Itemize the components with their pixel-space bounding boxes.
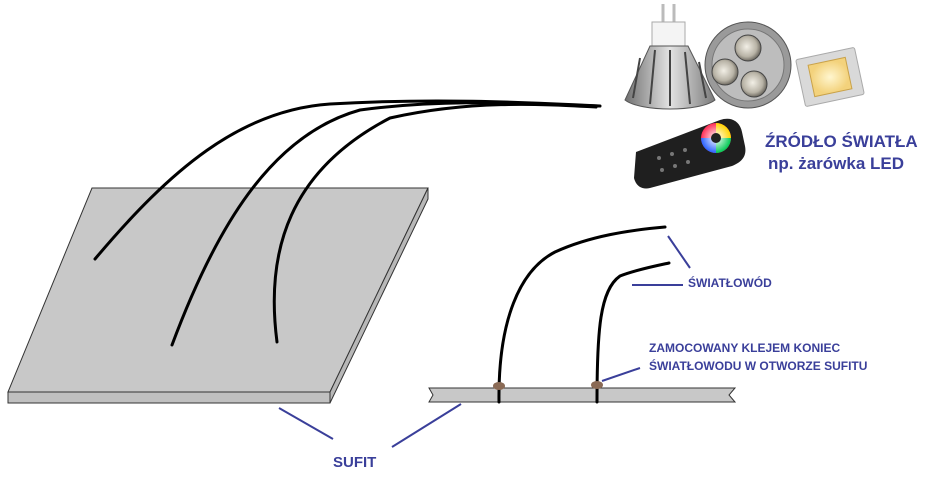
- light-source-label-line1: ŹRÓDŁO ŚWIATŁA: [765, 132, 918, 151]
- leader-lines: [278, 235, 691, 448]
- glued-end-label-line1: ZAMOCOWANY KLEJEM KONIEC: [649, 341, 841, 355]
- glue-dots: [493, 381, 603, 390]
- glue-dot-2: [591, 381, 603, 389]
- glued-end-label: ZAMOCOWANY KLEJEM KONIEC ŚWIATŁOWODU W O…: [649, 339, 867, 375]
- led-bulb-icon: [624, 4, 716, 110]
- ceiling-panel-perspective: [7, 187, 429, 404]
- fiber-bundle: [93, 99, 602, 347]
- rgb-remote-icon: [634, 118, 746, 189]
- light-source-label-line2: np. żarówka LED: [768, 154, 905, 173]
- fiber-ends: [497, 225, 671, 404]
- led-chip-icon: [795, 47, 865, 107]
- fiber-label: ŚWIATŁOWÓD: [688, 276, 772, 290]
- leader-sufit-right: [391, 403, 462, 448]
- fiber-end-2: [595, 261, 671, 404]
- leader-glued: [601, 367, 641, 382]
- leader-sufit-left: [278, 407, 334, 440]
- ceiling-cross-section: [428, 387, 737, 403]
- glued-end-label-line2: ŚWIATŁOWODU W OTWORZE SUFITU: [649, 359, 868, 373]
- light-source-label: ŹRÓDŁO ŚWIATŁA np. żarówka LED: [765, 131, 918, 175]
- ceiling-label: SUFIT: [333, 454, 377, 471]
- led-module-icon: [704, 21, 792, 109]
- glue-dot-1: [493, 382, 505, 390]
- leader-fiber-upper: [667, 235, 691, 269]
- fiber-3: [272, 102, 598, 344]
- fiber-end-1: [497, 225, 667, 404]
